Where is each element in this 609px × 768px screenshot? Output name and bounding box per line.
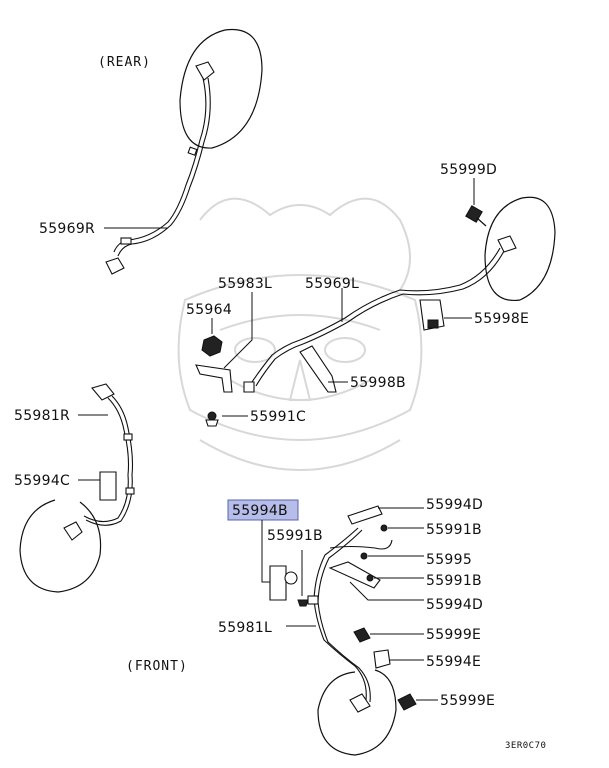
nut-55964: 55964 bbox=[186, 302, 232, 357]
label-55994D-bottom: 55994D bbox=[426, 597, 483, 613]
label-front: (FRONT) bbox=[126, 659, 188, 674]
rear-left-sensor-assembly: 55969L bbox=[243, 196, 556, 393]
label-55964: 55964 bbox=[186, 302, 232, 318]
label-55998B: 55998B bbox=[350, 375, 406, 391]
front-right-connector bbox=[91, 383, 115, 401]
clip-55994D-bottom bbox=[328, 561, 381, 589]
bracket-55983L: 55983L bbox=[195, 276, 272, 393]
rear-brake-disc-outline bbox=[179, 28, 263, 149]
front-right-bracket bbox=[99, 471, 117, 501]
label-55991B-top: 55991B bbox=[426, 522, 482, 538]
bracket-55994B: 55994B bbox=[227, 499, 299, 601]
label-55995: 55995 bbox=[426, 552, 472, 568]
bolt-55999D: 55999D bbox=[440, 162, 497, 227]
bolt-55991B-left: 55991B bbox=[267, 528, 323, 607]
rear-left-brake-disc-outline bbox=[484, 196, 556, 302]
label-55999D: 55999D bbox=[440, 162, 497, 178]
label-55994D-top: 55994D bbox=[426, 497, 483, 513]
front-left-sensor-head bbox=[349, 693, 371, 713]
label-55994E: 55994E bbox=[426, 654, 481, 670]
label-rear: (REAR) bbox=[98, 55, 151, 70]
label-55969L: 55969L bbox=[305, 276, 359, 292]
label-55998E: 55998E bbox=[474, 311, 529, 327]
diagram-code: 3ER0C70 bbox=[505, 741, 546, 751]
rear-right-sensor-head bbox=[195, 61, 215, 81]
right-parts-labels: 55994D 55991B 55995 55991B 55994D 55999E… bbox=[349, 497, 495, 711]
clip-55994D-top bbox=[347, 505, 383, 525]
bolt-55991C: 55991C bbox=[205, 409, 306, 427]
front-right-disc-outline bbox=[19, 499, 102, 593]
rear-left-connector bbox=[243, 381, 255, 393]
label-55981R: 55981R bbox=[14, 408, 70, 424]
label-55999E-bottom: 55999E bbox=[440, 693, 495, 709]
clip-55994E bbox=[373, 649, 391, 669]
label-55991B-mid: 55991B bbox=[426, 573, 482, 589]
front-right-sensor-assembly: 55981R 55994C bbox=[14, 383, 135, 593]
watermark-emblem bbox=[177, 197, 423, 471]
label-55969R: 55969R bbox=[39, 221, 95, 237]
rear-right-sensor-assembly: 55969R (REAR) bbox=[39, 28, 263, 275]
label-55994B[interactable]: 55994B bbox=[232, 503, 288, 519]
highlight-box bbox=[227, 499, 299, 521]
label-55983L: 55983L bbox=[218, 276, 272, 292]
label-55991B-left: 55991B bbox=[267, 528, 323, 544]
bolt-55999E-bottom bbox=[397, 693, 417, 711]
label-55994C: 55994C bbox=[14, 473, 70, 489]
front-left-sensor-assembly: 55981L bbox=[218, 505, 397, 756]
clip-55998B: 55998B bbox=[299, 345, 406, 393]
front-right-sensor-head bbox=[63, 521, 83, 541]
label-55981L: 55981L bbox=[218, 620, 272, 636]
front-left-disc-outline bbox=[317, 669, 397, 756]
bolt-55999E-top bbox=[353, 627, 371, 643]
rear-right-connector bbox=[105, 257, 125, 275]
rear-left-sensor-head bbox=[497, 235, 517, 253]
label-55999E-top: 55999E bbox=[426, 627, 481, 643]
clip-55998E: 55998E bbox=[419, 299, 529, 331]
label-55991C: 55991C bbox=[250, 409, 306, 425]
